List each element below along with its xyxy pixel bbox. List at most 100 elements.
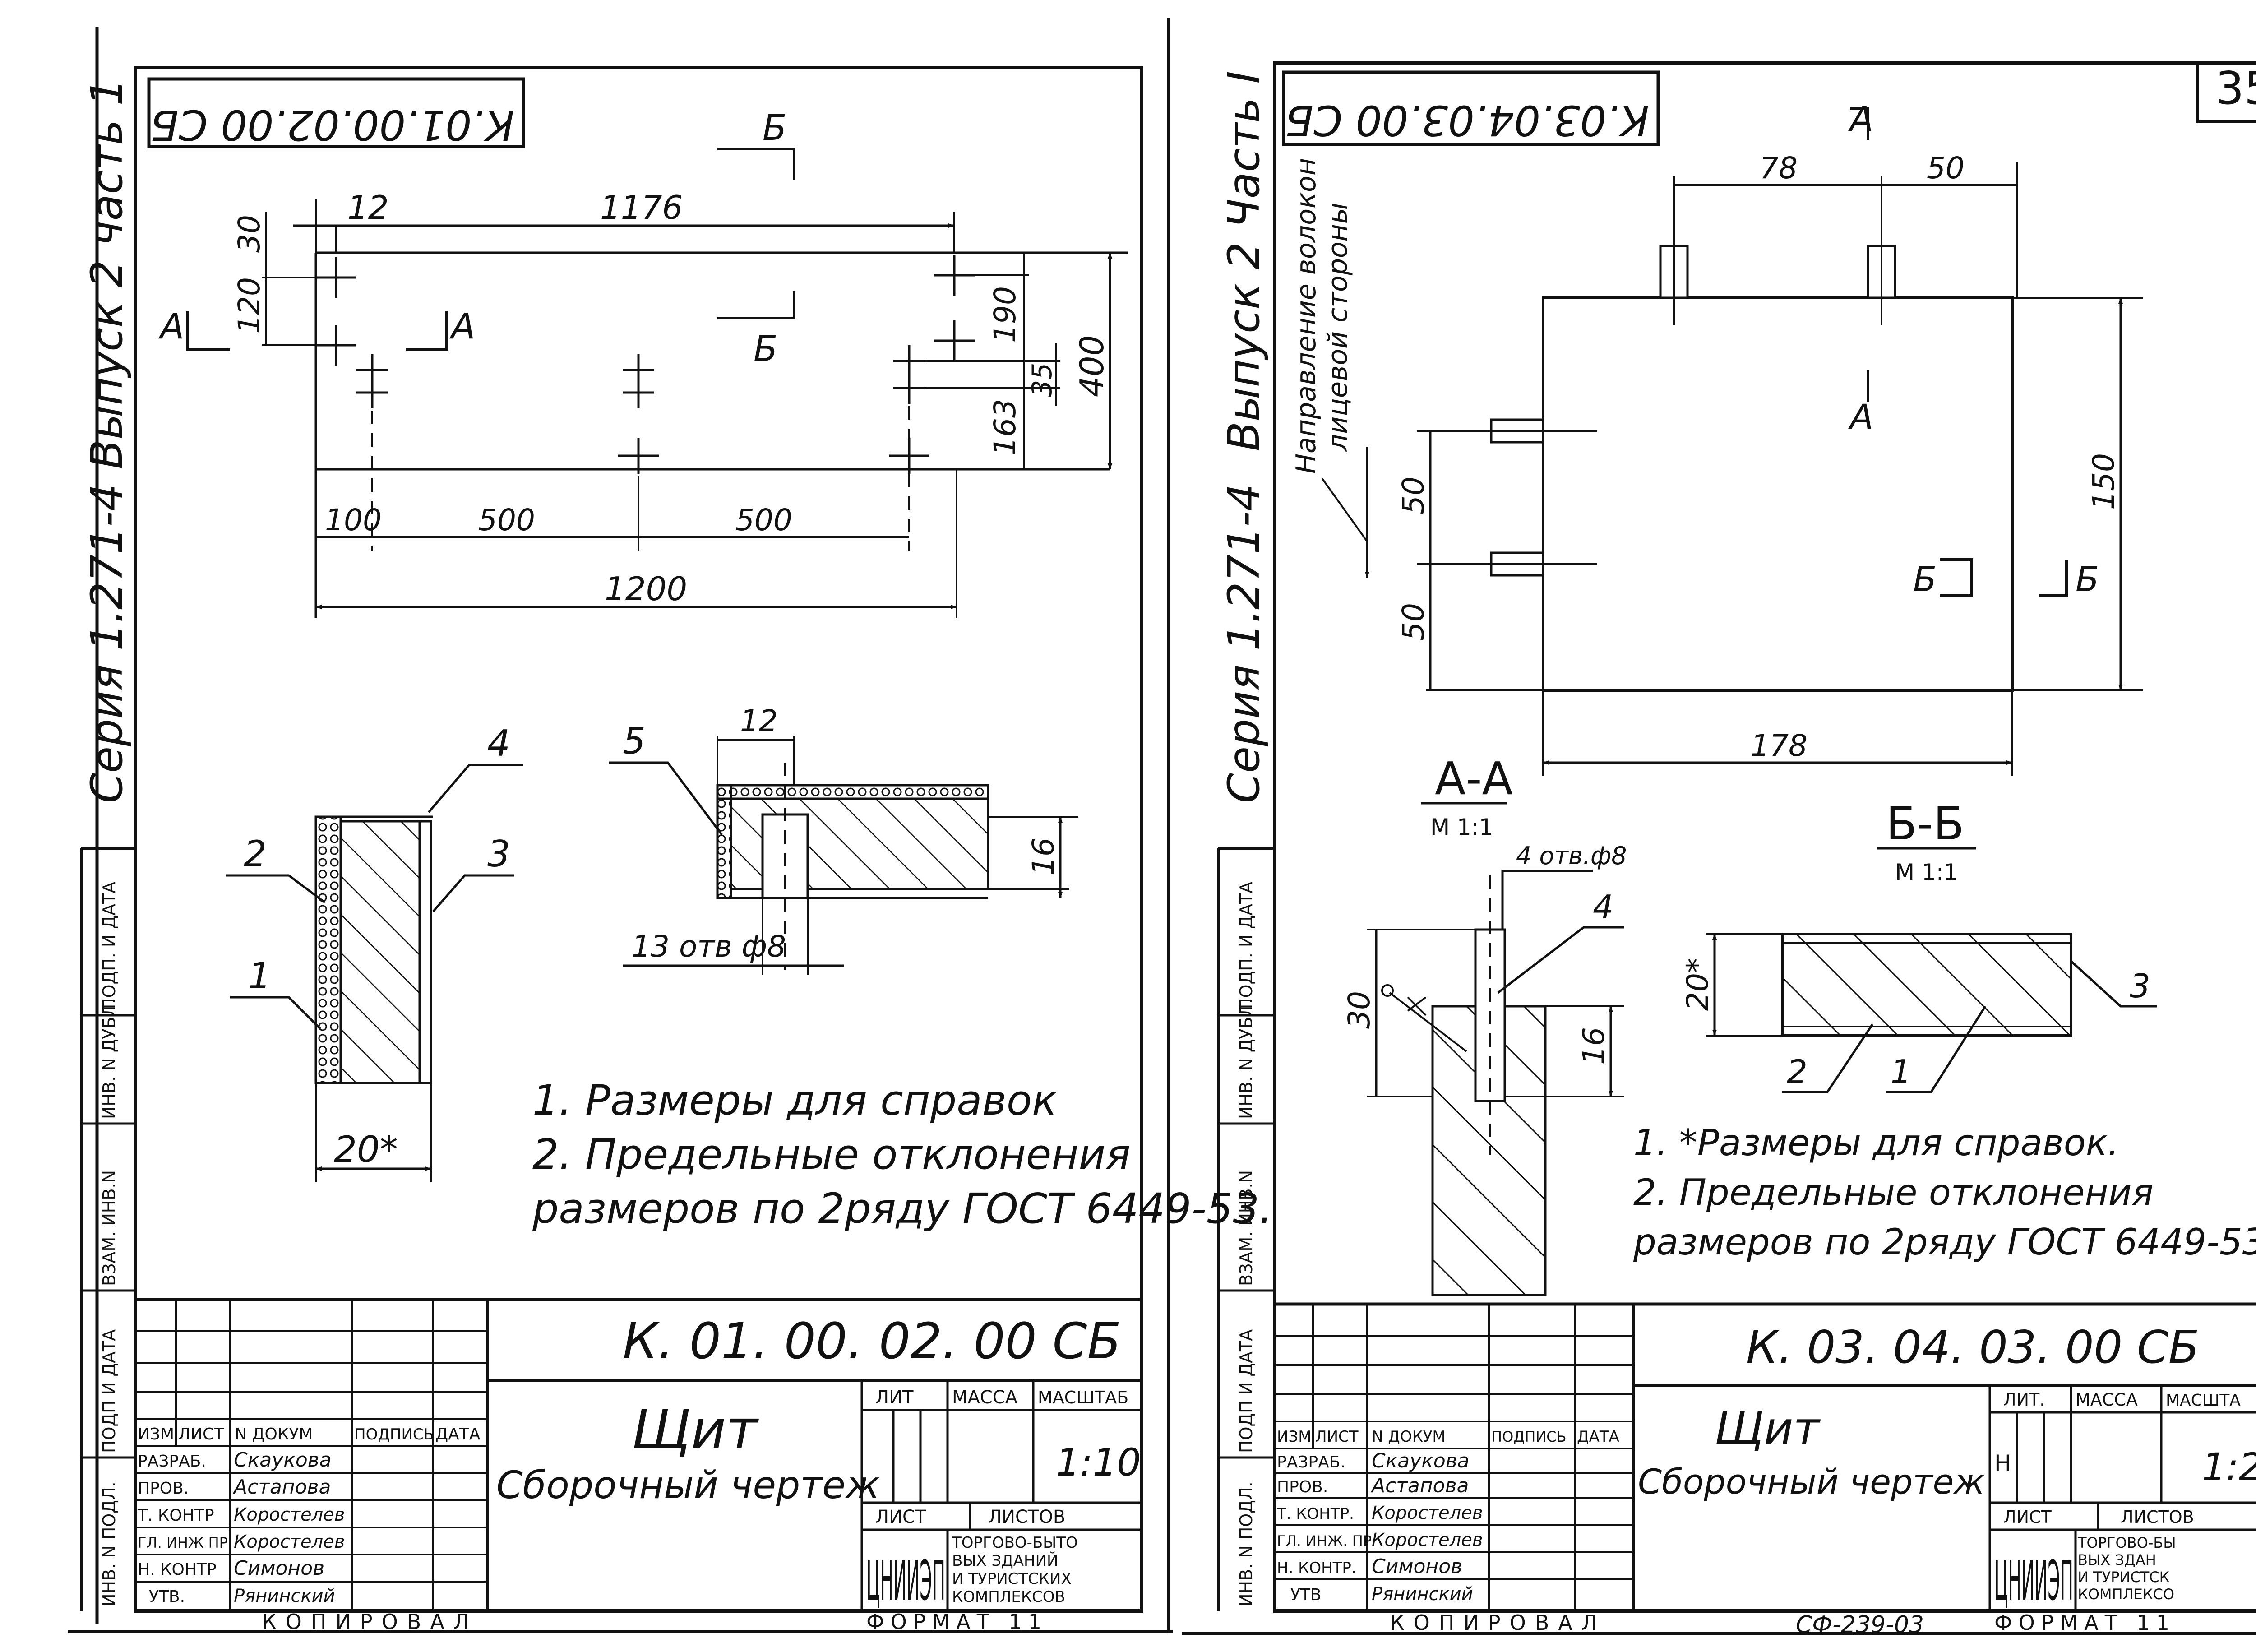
- left-tb-name-0: Скаукова: [234, 1448, 332, 1472]
- right-sec-bb: Б-Б: [1886, 797, 1964, 850]
- right-sec-aa-scale: М 1:1: [1430, 814, 1493, 840]
- right-inner-frame: [1273, 61, 2256, 1613]
- right-sec-aa: А-А: [1435, 752, 1513, 805]
- left-tb-h-izm: ИЗМ: [138, 1425, 174, 1444]
- right-side-columns: ИНВ. N ПОДЛ. ПОДП И ДАТА ВЗАМ. ИНВ.N ИНВ…: [1217, 847, 1275, 1611]
- left-section-b: 12 16 13 отв ф 8 5: [609, 703, 1078, 975]
- left-mark-b-top: Б: [763, 108, 787, 148]
- right-dim-50b: 50: [1396, 477, 1431, 514]
- right-tb-role-3: ГЛ. ИНЖ. ПР: [1277, 1532, 1372, 1550]
- right-tb-lit-val: Н: [1994, 1450, 2011, 1476]
- right-tb-h-ndok: N ДОКУМ: [1372, 1428, 1446, 1446]
- right-col-vzam: ВЗАМ. ИНВ.N: [1236, 1170, 1256, 1286]
- right-side-series: Серия 1.271-4: [1219, 484, 1269, 803]
- right-leader-3: 3: [2130, 967, 2150, 1005]
- left-tb-org-sub-3: КОМПЛЕКСОВ: [952, 1588, 1065, 1606]
- left-tb-role-1: ПРОВ.: [138, 1479, 189, 1498]
- right-tb-org-sub-0: ТОРГОВО-БЫ: [2077, 1534, 2176, 1551]
- left-dim-163: 163: [988, 399, 1022, 456]
- left-col-vzam: ВЗАМ. ИНВ.N: [99, 1170, 119, 1286]
- left-hole-note: 13 отв ф: [632, 929, 767, 964]
- right-tb-scale: 1:2: [2202, 1445, 2256, 1489]
- left-tb-h-listb: ЛИСТ: [875, 1507, 926, 1527]
- left-col-inv-dubl: ИНВ. N ДУБЛ.: [99, 999, 119, 1119]
- left-dim-16: 16: [1026, 838, 1061, 875]
- left-sheet: Серия 1.271-4 Выпуск 2 часть 1 ИНВ. N ПО…: [68, 27, 1272, 1634]
- left-dim-100: 100: [325, 503, 382, 537]
- left-tb-title: Щит: [632, 1399, 759, 1462]
- right-tb-h-massa: МАССА: [2076, 1390, 2138, 1410]
- left-leader-4: 4: [487, 722, 510, 764]
- left-dim-1176: 1176: [600, 189, 683, 227]
- left-tb-h-list: ЛИСТ: [178, 1425, 224, 1444]
- right-code-box: [1282, 70, 1660, 146]
- right-note-1: 1. *Размеры для справок.: [1633, 1122, 2119, 1164]
- right-holes-note: 4 отв.ф8: [1516, 842, 1627, 870]
- right-col-podp-data: ПОДП И ДАТА: [1236, 1329, 1256, 1453]
- left-tb-code: К. 01. 00. 02. 00 СБ: [623, 1312, 1121, 1370]
- left-tb-name-5: Рянинский: [234, 1586, 335, 1606]
- left-col-inv-podl: ИНВ. N ПОДЛ.: [99, 1481, 119, 1606]
- left-tb-role-2: Т. КОНТР: [137, 1506, 214, 1525]
- right-fiber-note-2: лицевой стороны: [1322, 203, 1354, 452]
- right-aa-dim-30: 30: [1342, 991, 1377, 1029]
- right-sheet: 35 Серия 1.271-4 Выпуск 2 Часть I ИНВ. N…: [1182, 61, 2256, 1638]
- left-tb-name-1: Астапова: [232, 1476, 331, 1499]
- left-tb-name-4: Симонов: [234, 1557, 324, 1580]
- right-code-rotated: К.03.04.03.00 СБ: [1285, 96, 1649, 144]
- right-tb-name-4: Симонов: [1372, 1555, 1462, 1578]
- left-tb-org: ЦНИИЭП: [866, 1550, 945, 1613]
- right-tb-h-data: ДАТА: [1577, 1428, 1619, 1446]
- right-tb-org-sub-3: КОМПЛЕКСО: [2078, 1586, 2174, 1603]
- right-fiber-note-1: Направление волокон: [1290, 158, 1322, 474]
- right-dim-78: 78: [1760, 151, 1798, 185]
- left-leader-2: 2: [244, 833, 267, 875]
- left-tb-format: ФОРМАТ 11: [866, 1610, 1048, 1634]
- right-tb-h-podp: ПОДПИСЬ: [1491, 1428, 1567, 1445]
- right-tb-h-izm: ИЗМ: [1277, 1428, 1312, 1446]
- right-tb-code: К. 03. 04. 03. 00 СБ: [1746, 1321, 2200, 1374]
- page-number-box: [2196, 62, 2256, 123]
- right-mark-a-bot: А: [1848, 397, 1873, 437]
- right-mark-a-top: А: [1848, 99, 1873, 139]
- right-tb-copied: КОПИРОВАЛ: [1390, 1610, 1606, 1635]
- right-tb-h-list: ЛИСТ: [1315, 1428, 1359, 1446]
- stamp-bottom: СФ-239-03: [1796, 1611, 1924, 1638]
- right-note-3: размеров по 2ряду ГОСТ 6449-53: [1633, 1221, 2256, 1263]
- right-leader-1: 1: [1891, 1053, 1911, 1091]
- left-dim-400: 400: [1073, 335, 1111, 397]
- right-side-issue: Выпуск 2 Часть I: [1219, 71, 1269, 451]
- left-side-issue: Выпуск 2 часть 1: [82, 78, 132, 469]
- right-tb-role-1: ПРОВ.: [1277, 1478, 1328, 1496]
- right-tb-name-2: Коростелев: [1372, 1503, 1483, 1523]
- left-tb-name-3: Коростелев: [234, 1532, 345, 1552]
- left-col-podp-data2: ПОДП. И ДАТА: [99, 882, 119, 1011]
- left-dim-500a: 500: [478, 503, 535, 537]
- left-tb-scale: 1:10: [1056, 1440, 1141, 1485]
- right-tb-role-4: Н. КОНТР.: [1277, 1559, 1356, 1577]
- left-code-rotated: К.01.00.02.00 СБ: [150, 101, 514, 149]
- left-tb-name-2: Коростелев: [234, 1504, 345, 1525]
- left-tb-h-massa: МАССА: [952, 1387, 1018, 1408]
- right-tb-org: ЦНИИЭП: [1994, 1550, 2073, 1613]
- right-dim-178: 178: [1751, 728, 1808, 763]
- left-tb-h-masshtab: МАСШТАБ: [1038, 1388, 1128, 1407]
- right-tb-format: ФОРМАТ 11: [1994, 1610, 2176, 1635]
- left-dim-120: 120: [232, 277, 267, 334]
- left-tb-role-5: УТВ.: [149, 1587, 185, 1606]
- right-mark-b-right: Б: [2076, 559, 2099, 599]
- right-section-aa: А-А М 1:1 30 16 4 отв.ф8 4: [1342, 752, 1627, 1296]
- left-side-series: Серия 1.271-4: [82, 484, 132, 803]
- right-col-inv-dubl: ИНВ. N ДУБЛ.: [1236, 999, 1256, 1119]
- left-tb-h-lit: ЛИТ: [875, 1387, 914, 1408]
- left-title-block: К. 01. 00. 02. 00 СБ ИЗМ ЛИСТ N ДОК: [135, 1298, 1142, 1634]
- left-tb-h-listov: ЛИСТОВ: [988, 1507, 1065, 1527]
- left-note-1: 1. Размеры для справок: [532, 1076, 1057, 1124]
- right-col-inv-podl: ИНВ. N ПОДЛ.: [1236, 1481, 1256, 1606]
- right-section-bb: Б-Б М 1:1 20* 2 1 3: [1680, 797, 2157, 1093]
- left-inner-frame: [134, 66, 1143, 1613]
- left-dim-12s: 12: [740, 703, 778, 738]
- left-dim-1200: 1200: [605, 570, 687, 608]
- left-tb-role-4: Н. КОНТР: [138, 1560, 217, 1579]
- right-notes: 1. *Размеры для справок. 2. Предельные о…: [1633, 1122, 2256, 1263]
